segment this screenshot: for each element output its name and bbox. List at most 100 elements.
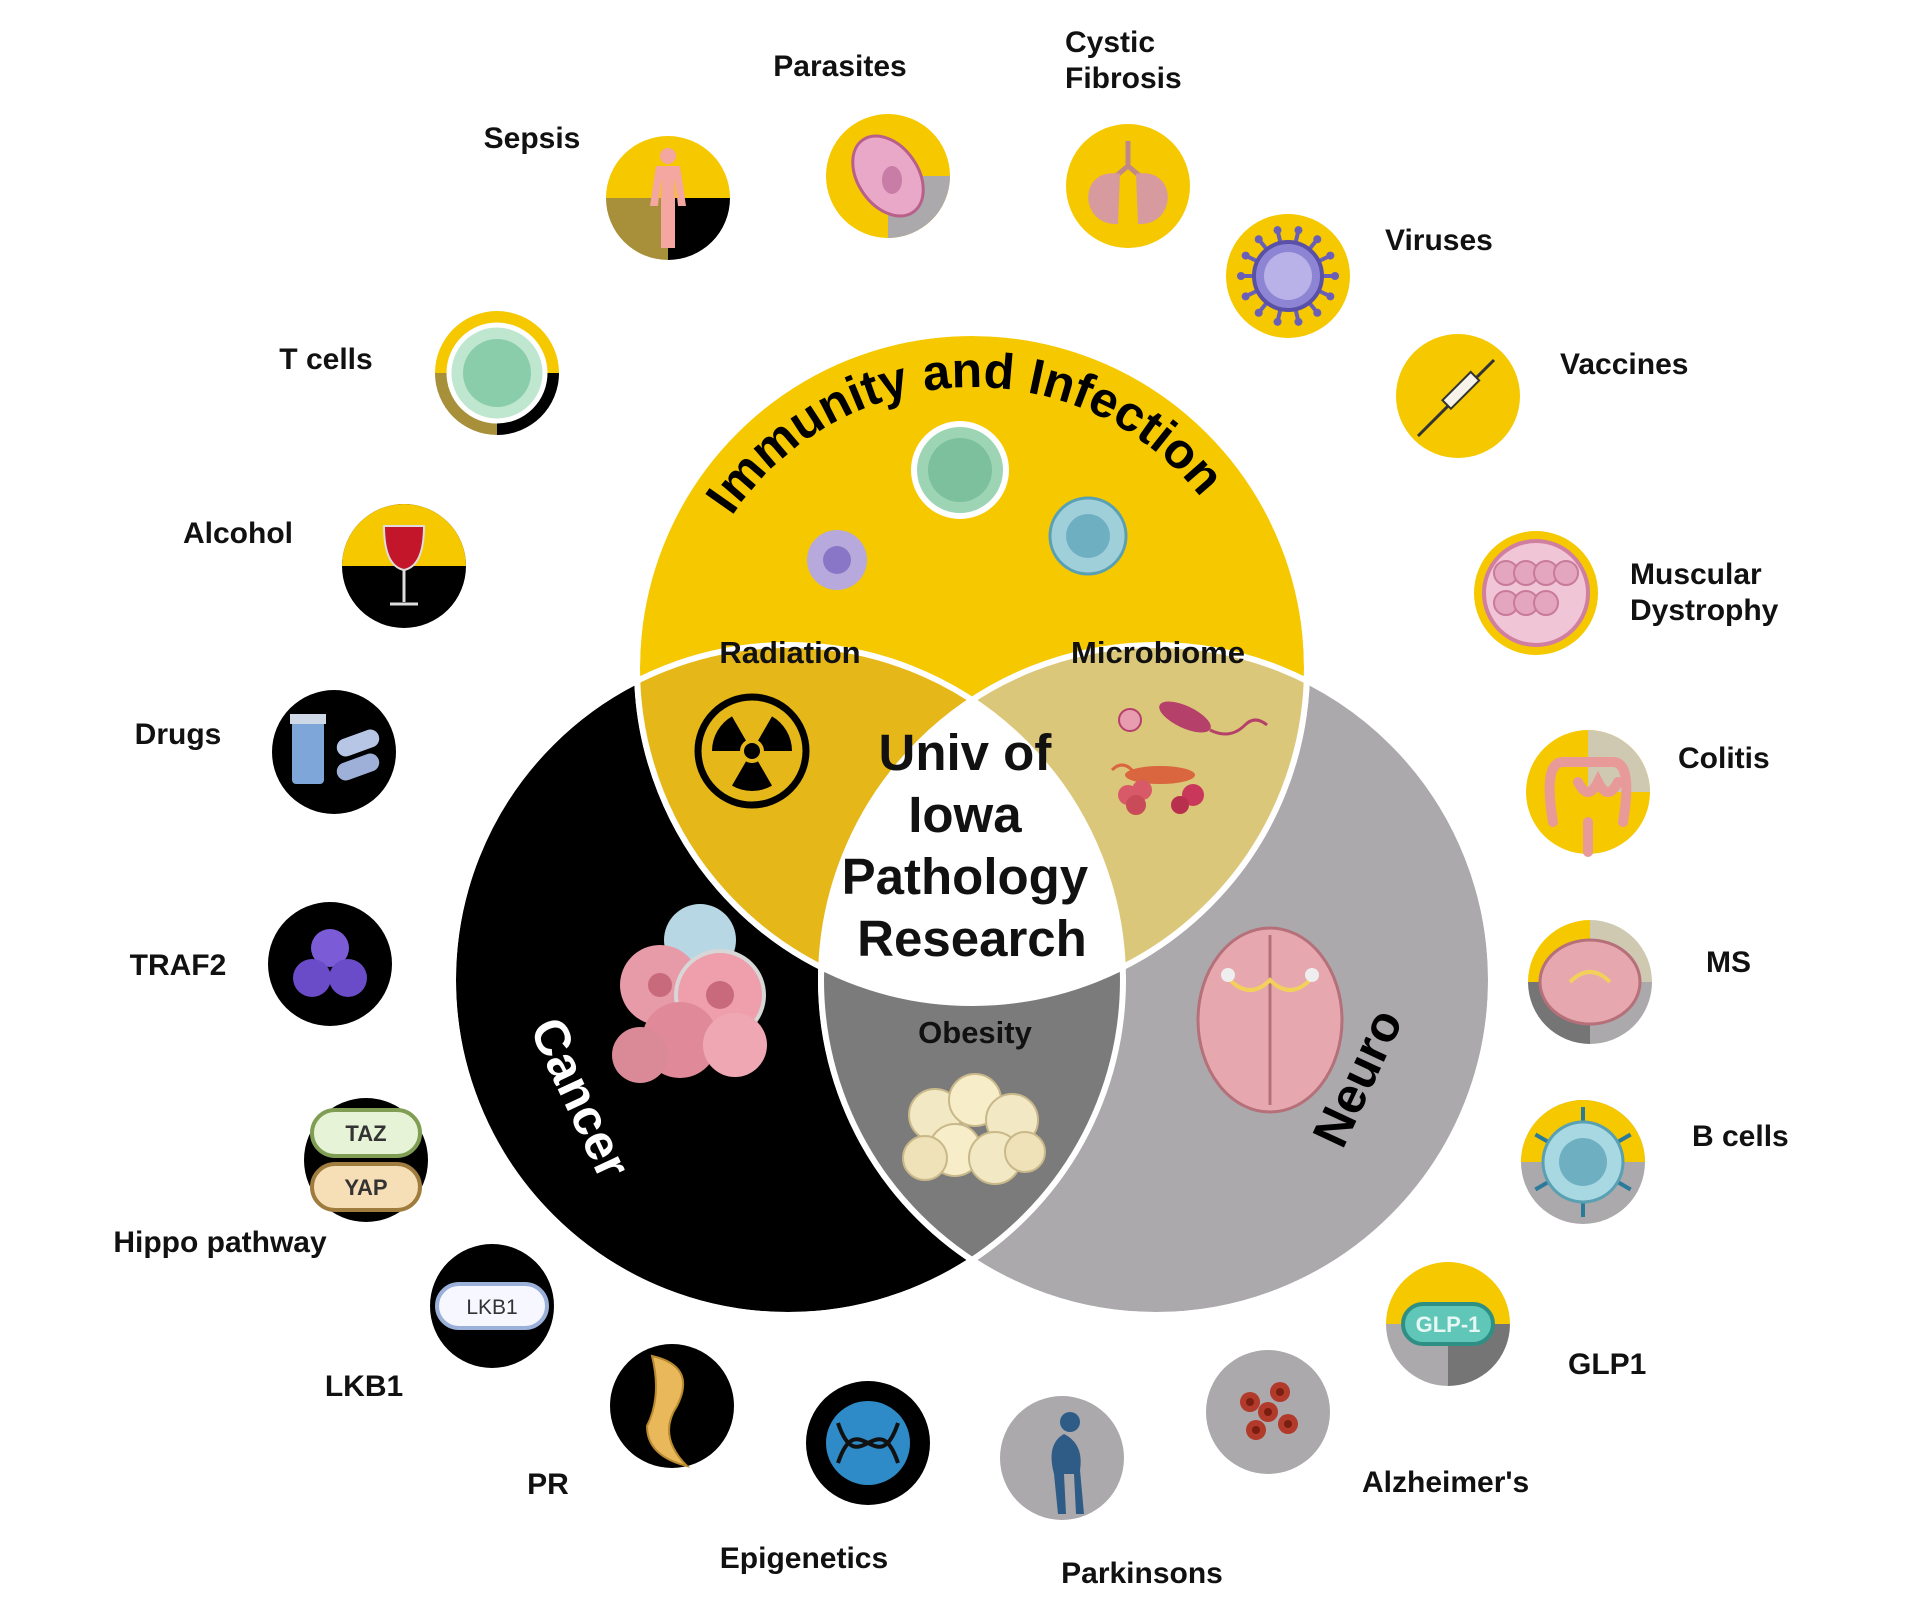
topic-viruses-circle <box>1226 214 1350 338</box>
topic-colitis: Colitis <box>1526 730 1770 857</box>
tumor-cells-icon <box>612 904 767 1083</box>
topic-label-b-cells: B cells <box>1692 1120 1789 1153</box>
brain-icon <box>1196 926 1344 1114</box>
trimer-icon <box>293 929 367 997</box>
overlap-label-radiation: Radiation <box>719 635 860 670</box>
topic-label-t-cells: T cells <box>279 343 372 376</box>
topic-label-ms: MS <box>1706 946 1751 979</box>
topic-sepsis-circle <box>606 136 730 260</box>
topic-parkinsons-circle <box>1000 1396 1124 1520</box>
svg-text:LKB1: LKB1 <box>466 1296 517 1319</box>
topic-label-colitis: Colitis <box>1678 742 1770 775</box>
topic-label-drugs: Drugs <box>135 718 222 751</box>
svg-text:TAZ: TAZ <box>345 1121 386 1146</box>
glp1-tag-icon: GLP-1 <box>1401 1302 1495 1346</box>
topic-pr-circle <box>610 1344 734 1468</box>
taz-yap-icon: TAZ YAP <box>310 1108 422 1212</box>
topic-b-cells-circle <box>1521 1100 1645 1224</box>
topic-label-traf2: TRAF2 <box>130 949 227 982</box>
immune-cells-icon <box>807 421 1128 590</box>
svg-text:YAP: YAP <box>344 1175 387 1200</box>
topic-epigenetics-circle <box>806 1381 930 1505</box>
taz-tag: TAZ <box>310 1108 422 1158</box>
topic-muscular-dystrophy-circle <box>1474 531 1598 655</box>
topic-alcohol-circle <box>342 504 466 628</box>
human-body-icon <box>650 148 686 248</box>
topic-parasites-circle <box>826 114 950 238</box>
topic-b-cells: B cells <box>1521 1100 1789 1224</box>
lungs-icon <box>1088 141 1168 225</box>
topic-parasites: Parasites <box>773 50 950 238</box>
topic-traf2-circle <box>268 902 392 1026</box>
topic-t-cells-circle <box>435 311 559 435</box>
overlap-center <box>821 645 1123 1003</box>
topic-hippo: TAZ YAP Hippo pathway <box>113 1098 428 1259</box>
pills-icon <box>290 714 380 784</box>
center-title: Univ of Iowa Pathology Research <box>842 724 1103 967</box>
topic-label-viruses: Viruses <box>1385 224 1493 257</box>
b-cell-icon <box>1534 1107 1632 1217</box>
topic-ms: MS <box>1528 920 1751 1044</box>
topic-label-sepsis: Sepsis <box>484 122 581 155</box>
plaques-icon <box>1240 1382 1298 1440</box>
muscle-tissue-icon <box>1482 539 1590 647</box>
topic-label-hippo: Hippo pathway <box>113 1226 327 1259</box>
topic-ms-circle <box>1528 920 1652 1044</box>
topic-drugs: Drugs <box>135 690 396 814</box>
overlap-label-microbiome: Microbiome <box>1071 635 1245 670</box>
radiation-icon <box>694 693 810 809</box>
topic-label-lkb1: LKB1 <box>325 1370 403 1403</box>
topic-viruses: Viruses <box>1226 214 1493 338</box>
virus-icon <box>1237 226 1339 326</box>
topic-label-alzheimers: Alzheimer's <box>1362 1466 1529 1499</box>
topic-epigenetics: Epigenetics <box>720 1381 930 1575</box>
topic-colitis-circle <box>1526 730 1650 857</box>
topic-pr: PR <box>527 1344 734 1501</box>
topic-label-parasites: Parasites <box>773 50 906 83</box>
yap-tag: YAP <box>310 1162 422 1212</box>
topic-vaccines: Vaccines <box>1396 334 1688 458</box>
topic-label-alcohol: Alcohol <box>183 517 293 550</box>
topic-traf2: TRAF2 <box>130 902 392 1026</box>
bacteria-icon <box>1110 701 1268 815</box>
topic-hippo-circle: TAZ YAP <box>304 1098 428 1222</box>
topic-alzheimers: Alzheimer's <box>1206 1350 1529 1499</box>
brain-slice-icon <box>1538 938 1642 1026</box>
lkb1-tag: LKB1 <box>435 1282 549 1330</box>
intestine-icon <box>1544 757 1632 857</box>
wine-glass-icon <box>382 525 426 606</box>
overlap-label-obesity: Obesity <box>918 1015 1032 1050</box>
tissue-section-icon <box>645 1354 691 1468</box>
topic-label-pr: PR <box>527 1468 569 1501</box>
syringe-icon <box>1416 358 1496 438</box>
glp1-tag: GLP-1 <box>1401 1302 1495 1346</box>
topic-label-vaccines: Vaccines <box>1560 348 1688 381</box>
parasite-icon <box>851 134 925 218</box>
topic-cystic-fibrosis-circle <box>1066 124 1190 248</box>
topic-label-glp1: GLP1 <box>1568 1348 1646 1381</box>
stooped-person-icon <box>1051 1412 1084 1514</box>
topic-parkinsons: Parkinsons <box>1000 1396 1223 1590</box>
topic-vaccines-circle <box>1396 334 1520 458</box>
topic-label-epigenetics: Epigenetics <box>720 1542 888 1575</box>
lkb1-tag-icon: LKB1 <box>435 1282 549 1330</box>
venn-diagram: Immunity and Infection Cancer Neuro Radi… <box>450 330 1494 1318</box>
topic-sepsis: Sepsis <box>484 122 730 260</box>
topic-label-parkinsons: Parkinsons <box>1061 1557 1223 1590</box>
adipocytes-icon <box>902 1073 1046 1185</box>
topic-lkb1-circle: LKB1 <box>430 1244 554 1368</box>
topic-alzheimers-circle <box>1206 1350 1330 1474</box>
topic-t-cells: T cells <box>279 311 559 435</box>
t-cell-icon <box>446 322 548 424</box>
topic-alcohol: Alcohol <box>183 504 466 628</box>
dna-icon <box>826 1401 910 1485</box>
svg-text:GLP-1: GLP-1 <box>1416 1312 1481 1337</box>
